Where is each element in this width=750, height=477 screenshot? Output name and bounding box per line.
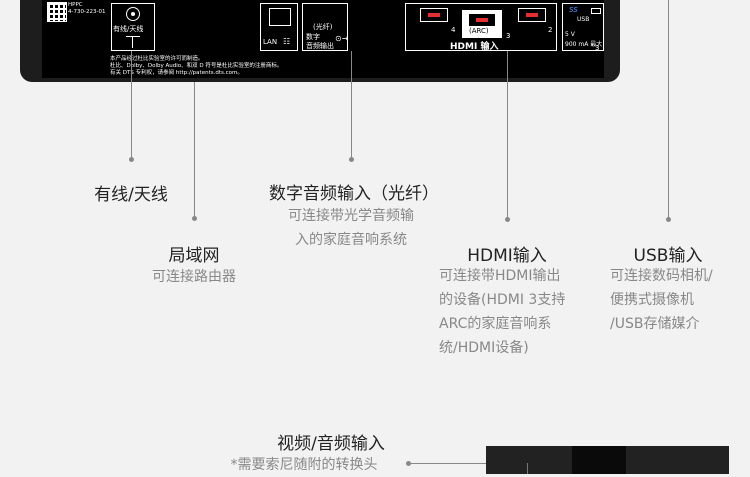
av-port-edge bbox=[527, 463, 528, 474]
hdmi-logo-label: HDMI 输入 bbox=[450, 42, 499, 52]
hdmi-desc: 可连接带HDMI输出 的设备(HDMI 3支持 ARC的家庭音响系 统/HDMI… bbox=[439, 264, 565, 360]
av-title: 视频/音频输入 bbox=[277, 434, 385, 454]
fine-print: 本产品经过杜比实验室的许可而制造。 杜比、Dolby、Dolby Audio、和… bbox=[110, 56, 282, 77]
leader-line-lan bbox=[194, 82, 195, 218]
usb-port-label: USB bbox=[577, 16, 590, 23]
fine-print-line: 杜比、Dolby、Dolby Audio、和双 D 符号是杜比实验室的注册商标。 bbox=[110, 63, 283, 69]
leader-line-antenna bbox=[131, 51, 132, 159]
hdmi-port-2 bbox=[518, 8, 546, 22]
usb-desc: 可连接数码相机/ 便携式摄像机 /USB存储媒介 bbox=[610, 264, 713, 336]
optical-arrow-icon: ⊙→ bbox=[335, 34, 349, 43]
hdmi-num-3: 3 bbox=[506, 32, 511, 40]
usb-trident-icon bbox=[591, 8, 601, 14]
optical-title: 数字音频输入（光纤） bbox=[269, 184, 439, 204]
lan-title: 局域网 bbox=[168, 246, 220, 266]
av-desc: *需要索尼随附的转换头 bbox=[230, 457, 378, 473]
network-icon: ☷ bbox=[283, 37, 291, 46]
optical-port-box: (光纤) 数字 音频输出 ⊙→ bbox=[302, 3, 348, 51]
hdmi-title: HDMI输入 bbox=[467, 246, 547, 266]
usb-port-box: SS USB 5 V 900 mA 最大 3 bbox=[562, 3, 604, 52]
lan-port-box: LAN ☷ bbox=[260, 3, 298, 51]
optical-desc-line: 入的家庭音响系统 bbox=[295, 232, 407, 248]
leader-dot-antenna bbox=[129, 157, 134, 162]
lan-port-label: LAN bbox=[263, 38, 278, 46]
leader-dot-usb bbox=[666, 217, 671, 222]
usb-ss-logo-icon: SS bbox=[569, 6, 578, 14]
optical-desc-line: 可连接带光学音频输 bbox=[288, 208, 414, 224]
ground-symbol-icon bbox=[126, 36, 140, 37]
leader-dot-hdmi bbox=[505, 217, 510, 222]
usb-desc-line: 便携式摄像机 bbox=[610, 292, 694, 308]
hdmi-port-4 bbox=[420, 8, 448, 22]
model-code: 4-730-223-01 bbox=[68, 9, 106, 15]
model-text: HPPC bbox=[68, 2, 83, 8]
usb-spec2: 900 mA 最大 bbox=[565, 41, 603, 48]
leader-line-hdmi bbox=[507, 51, 508, 219]
qr-code-icon bbox=[47, 2, 67, 22]
optical-port-top: (光纤) bbox=[313, 23, 333, 31]
hdmi-desc-line: 的设备(HDMI 3支持 bbox=[439, 292, 566, 308]
arc-label: (ARC) bbox=[469, 27, 489, 35]
leader-line-optical bbox=[351, 51, 352, 159]
optical-desc: 可连接带光学音频输 入的家庭音响系统 bbox=[288, 204, 414, 252]
usb-spec: 5 V bbox=[565, 31, 575, 38]
hdmi-port-3 bbox=[468, 13, 496, 27]
lan-desc: 可连接路由器 bbox=[152, 269, 236, 285]
hdmi-num-2: 2 bbox=[548, 26, 553, 34]
antenna-port-box: 有线/天线 bbox=[111, 3, 155, 51]
optical-port-l2: 音频输出 bbox=[306, 42, 334, 50]
hdmi-num-4: 4 bbox=[451, 26, 456, 34]
usb-desc-line: 可连接数码相机/ bbox=[610, 268, 713, 284]
hdmi-port-3-frame: (ARC) bbox=[462, 10, 502, 38]
leader-dot-lan bbox=[192, 216, 197, 221]
av-port-recess bbox=[572, 446, 626, 474]
leader-line-av bbox=[409, 463, 527, 464]
usb-title: USB输入 bbox=[633, 246, 703, 266]
hdmi-port-group: (ARC) 4 3 2 HDMI 输入 bbox=[405, 3, 557, 52]
leader-line-usb bbox=[668, 0, 669, 219]
usb-desc-line: /USB存储媒介 bbox=[610, 316, 700, 332]
hdmi-desc-line: 统/HDMI设备) bbox=[439, 340, 529, 356]
hdmi-desc-line: ARC的家庭音响系 bbox=[439, 316, 552, 332]
fine-print-line: 有关 DTS 专利权，请参阅 http://patents.dts.com。 bbox=[110, 70, 243, 76]
usb-num: 3 bbox=[595, 44, 600, 52]
antenna-title: 有线/天线 bbox=[94, 185, 168, 205]
antenna-connector-icon bbox=[126, 7, 140, 21]
leader-dot-optical bbox=[349, 157, 354, 162]
fine-print-line: 本产品经过杜比实验室的许可而制造。 bbox=[110, 56, 204, 62]
leader-dot-av bbox=[406, 461, 411, 466]
hdmi-desc-line: 可连接带HDMI输出 bbox=[439, 268, 561, 284]
ethernet-jack-icon bbox=[269, 8, 291, 26]
antenna-port-label: 有线/天线 bbox=[113, 25, 144, 33]
optical-port-l1: 数字 bbox=[306, 33, 320, 41]
